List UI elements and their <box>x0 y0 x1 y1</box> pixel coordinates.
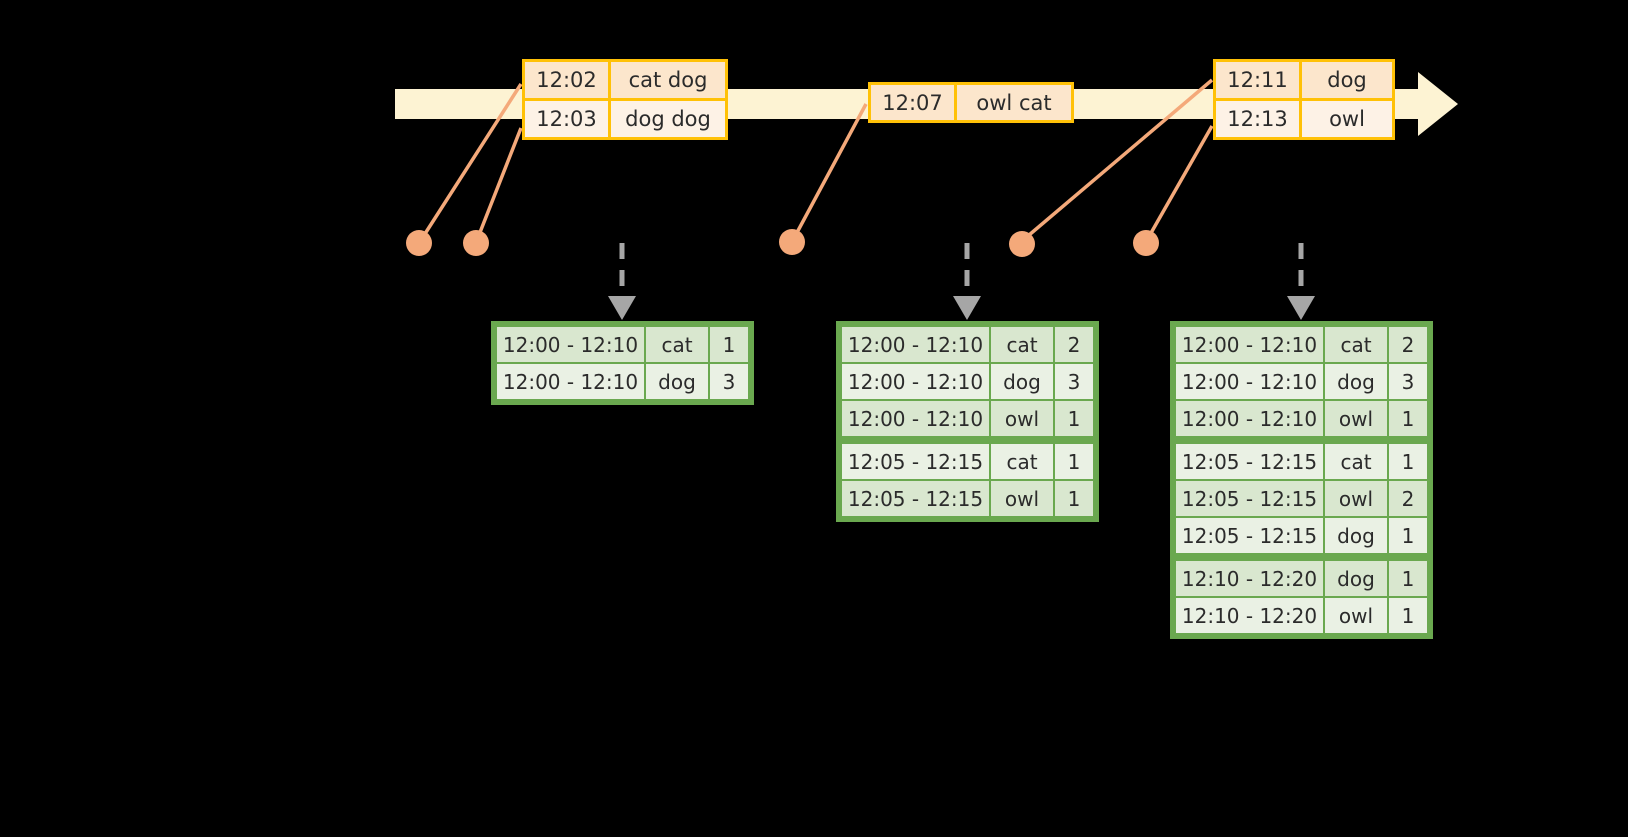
cell-key: dog <box>1325 561 1387 596</box>
cell-count: 3 <box>1055 364 1093 399</box>
cell-key: owl <box>1325 598 1387 633</box>
event-time: 12:11 <box>1216 62 1302 98</box>
cell-count: 3 <box>1389 364 1427 399</box>
event-value: owl <box>1302 101 1392 137</box>
cell-window: 12:00 - 12:10 <box>497 327 644 362</box>
cell-window: 12:00 - 12:10 <box>842 364 989 399</box>
cell-count: 1 <box>1389 518 1427 553</box>
cell-window: 12:05 - 12:15 <box>1176 444 1323 479</box>
cell-key: cat <box>1325 327 1387 362</box>
event-time: 12:03 <box>525 101 611 137</box>
cell-count: 2 <box>1055 327 1093 362</box>
cell-key: cat <box>991 444 1053 479</box>
event-value: dog <box>1302 62 1392 98</box>
cell-key: owl <box>1325 401 1387 436</box>
event-connector-dots <box>406 229 1159 257</box>
event-box-3[interactable]: 12:11 dog 12:13 owl <box>1213 59 1395 140</box>
cell-window: 12:00 - 12:10 <box>497 364 644 399</box>
cell-key: owl <box>1325 481 1387 516</box>
cell-count: 2 <box>1389 481 1427 516</box>
table-group-separator <box>1176 555 1427 559</box>
event-value: cat dog <box>611 62 725 98</box>
timeline-arrowhead-icon <box>1418 72 1458 136</box>
cell-count: 1 <box>1389 401 1427 436</box>
event-row[interactable]: 12:07 owl cat <box>871 85 1071 120</box>
event-value: owl cat <box>957 85 1071 120</box>
cell-key: dog <box>991 364 1053 399</box>
cell-key: owl <box>991 481 1053 516</box>
cell-key: cat <box>1325 444 1387 479</box>
cell-window: 12:05 - 12:15 <box>1176 518 1323 553</box>
cell-window: 12:00 - 12:10 <box>842 327 989 362</box>
cell-window: 12:10 - 12:20 <box>1176 598 1323 633</box>
event-time: 12:02 <box>525 62 611 98</box>
cell-window: 12:05 - 12:15 <box>842 444 989 479</box>
event-row[interactable]: 12:11 dog <box>1216 62 1392 98</box>
cell-count: 1 <box>1389 561 1427 596</box>
cell-key: dog <box>1325 364 1387 399</box>
cell-window: 12:05 - 12:15 <box>842 481 989 516</box>
table-group-separator <box>842 438 1093 442</box>
cell-window: 12:00 - 12:10 <box>1176 327 1323 362</box>
cell-count: 3 <box>710 364 748 399</box>
cell-key: owl <box>991 401 1053 436</box>
event-row[interactable]: 12:13 owl <box>1216 98 1392 137</box>
event-time: 12:13 <box>1216 101 1302 137</box>
cell-window: 12:00 - 12:10 <box>842 401 989 436</box>
cell-count: 1 <box>1055 401 1093 436</box>
cell-window: 12:00 - 12:10 <box>1176 364 1323 399</box>
cell-key: cat <box>991 327 1053 362</box>
cell-count: 1 <box>710 327 748 362</box>
dashed-arrow-heads <box>608 296 1315 320</box>
cell-count: 1 <box>1389 598 1427 633</box>
cell-key: dog <box>1325 518 1387 553</box>
cell-count: 1 <box>1389 444 1427 479</box>
table-group-separator <box>1176 438 1427 442</box>
event-box-1[interactable]: 12:02 cat dog 12:03 dog dog <box>522 59 728 140</box>
event-value: dog dog <box>611 101 725 137</box>
cell-count: 1 <box>1055 481 1093 516</box>
cell-key: dog <box>646 364 708 399</box>
event-row[interactable]: 12:03 dog dog <box>525 98 725 137</box>
cell-window: 12:10 - 12:20 <box>1176 561 1323 596</box>
cell-key: cat <box>646 327 708 362</box>
cell-window: 12:00 - 12:10 <box>1176 401 1323 436</box>
event-box-2[interactable]: 12:07 owl cat <box>868 82 1074 123</box>
event-time: 12:07 <box>871 85 957 120</box>
cell-count: 2 <box>1389 327 1427 362</box>
cell-count: 1 <box>1055 444 1093 479</box>
event-row[interactable]: 12:02 cat dog <box>525 62 725 98</box>
dashed-arrow-shafts <box>619 243 1304 300</box>
cell-window: 12:05 - 12:15 <box>1176 481 1323 516</box>
